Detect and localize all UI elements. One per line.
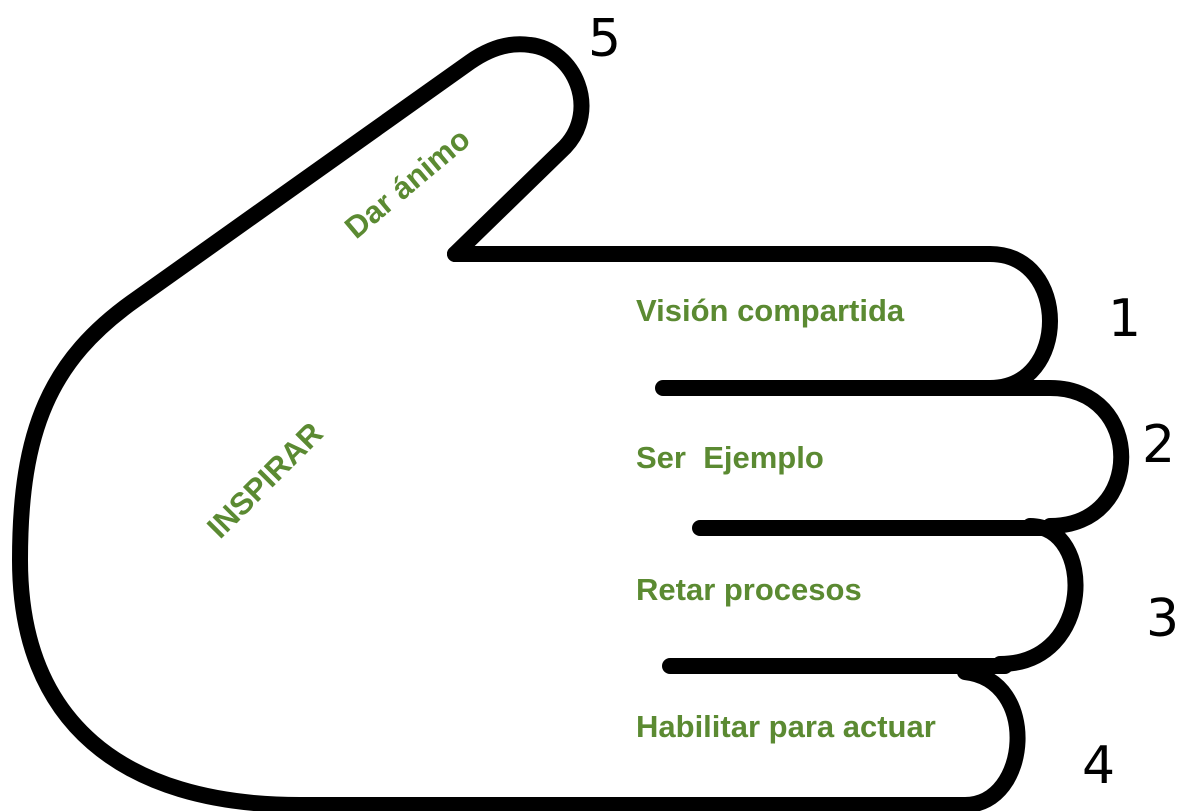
finger-3-outline: [992, 518, 1084, 672]
thumb-number: 5: [588, 9, 621, 69]
finger-3-number: 3: [1146, 589, 1179, 649]
finger-1-number: 1: [1108, 289, 1141, 349]
hand-outline: [12, 36, 1026, 811]
finger-1-label: Visión compartida: [636, 293, 905, 328]
finger-4-number: 4: [1082, 736, 1115, 796]
finger-3-label: Retar procesos: [636, 572, 862, 607]
palm-label: INSPIRAR: [200, 415, 329, 545]
finger-2-outline: [982, 380, 1130, 534]
finger-4-label: Habilitar para actuar: [636, 709, 936, 744]
finger-2-label: Ser Ejemplo: [636, 440, 824, 475]
finger-2-number: 2: [1142, 415, 1175, 475]
